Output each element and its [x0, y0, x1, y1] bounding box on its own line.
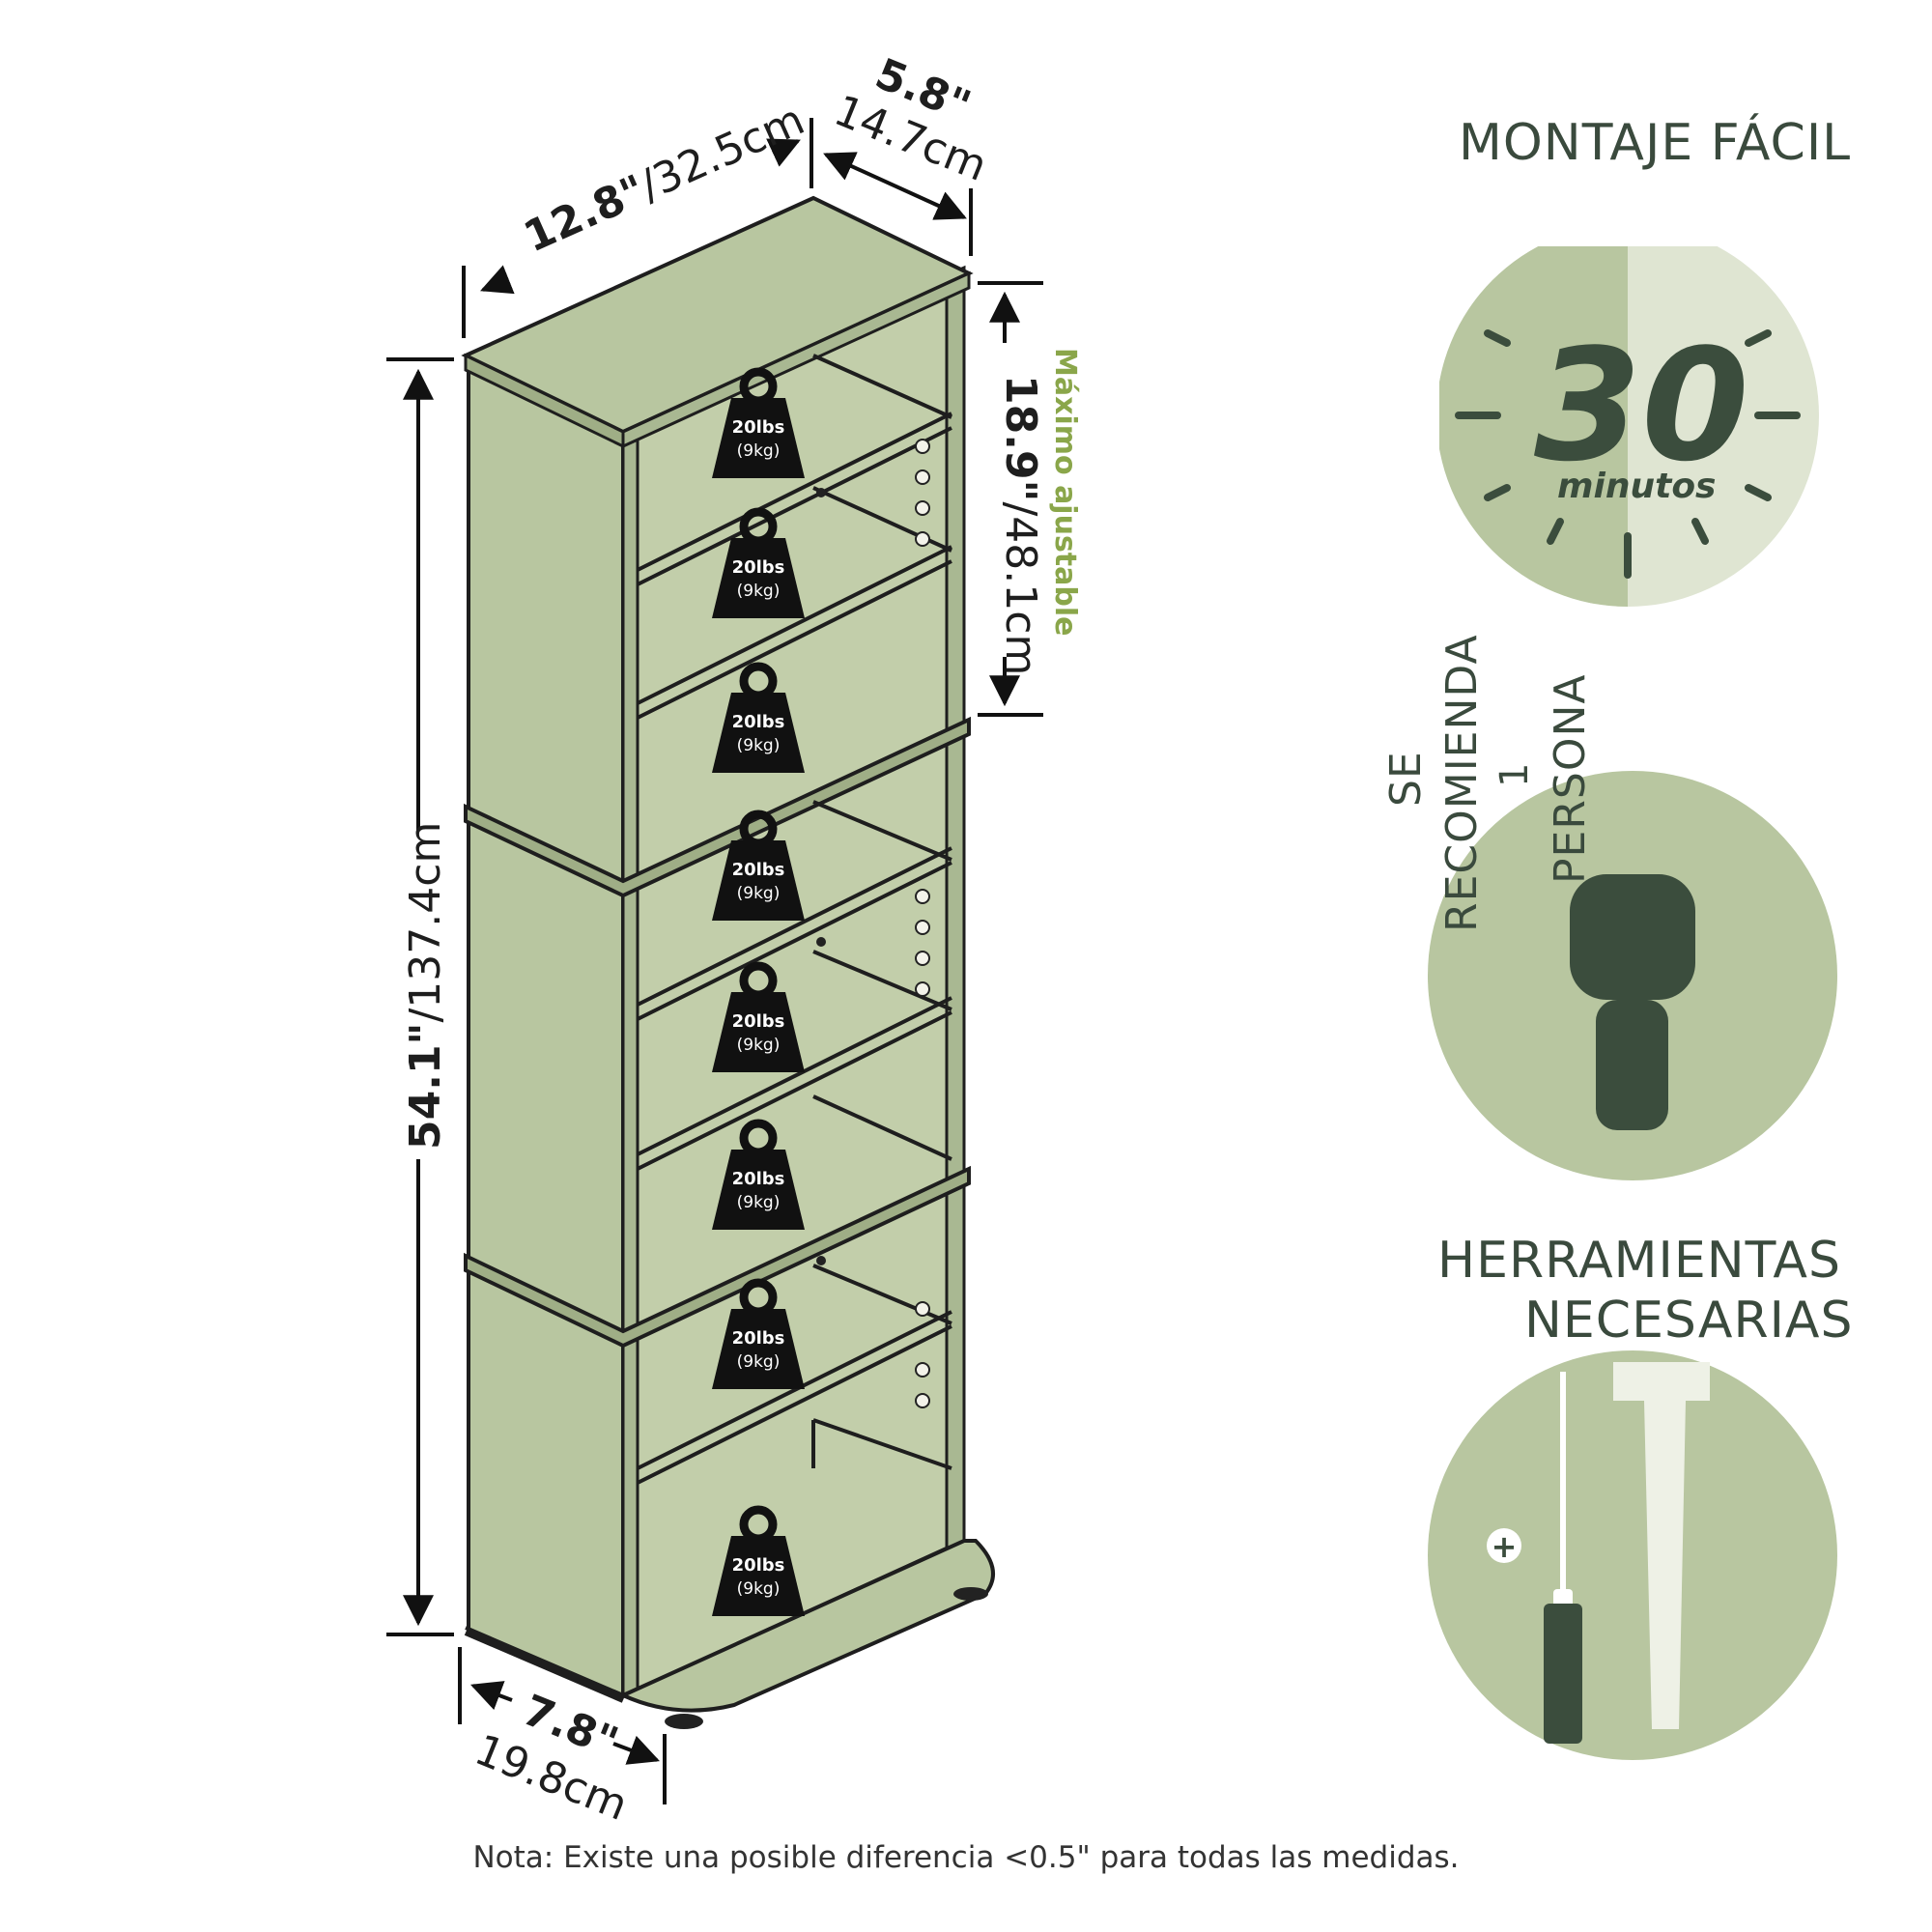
weight-kg-label: (9kg) [737, 884, 781, 903]
right-post [945, 265, 966, 1551]
tools-icon: + [1428, 1350, 1837, 1760]
peg-holes [915, 439, 930, 1408]
clock-icon [1439, 246, 1819, 607]
weight-tag-icon: 20lbs (9kg) [712, 662, 805, 773]
shelf-pins [816, 488, 826, 1265]
weight-tag-icon: 20lbs (9kg) [712, 367, 805, 478]
weight-kg-label: (9kg) [737, 441, 781, 461]
person-icon [1428, 771, 1837, 1180]
weight-label: 20lbs [732, 1328, 785, 1349]
people-line-count: 1 [1492, 761, 1537, 787]
weight-tag-icon: 20lbs (9kg) [712, 810, 805, 921]
people-line-se: SE [1381, 751, 1431, 807]
weight-tag-icon: 20lbs (9kg) [712, 961, 805, 1072]
weight-kg-label: (9kg) [737, 582, 781, 601]
tools-title-line1: HERRAMIENTAS [1437, 1232, 1841, 1290]
base-foot [953, 1587, 988, 1601]
tools-title-line2: NECESARIAS [1524, 1292, 1854, 1350]
assembly-time-value: 30 [1534, 315, 1749, 496]
assembly-time-unit: minutos [1557, 467, 1717, 506]
weight-kg-label: (9kg) [737, 1193, 781, 1212]
weight-kg-label: (9kg) [737, 1036, 781, 1055]
height-label: 54.1"/137.4cm [401, 821, 450, 1150]
base-board [465, 1539, 995, 1713]
weight-label: 20lbs [732, 1555, 785, 1576]
weight-label: 20lbs [732, 712, 785, 732]
weight-tag-icon: 20lbs (9kg) [712, 1278, 805, 1389]
people-line-recomienda: RECOMIENDA [1437, 634, 1487, 932]
weight-kg-label: (9kg) [737, 736, 781, 755]
weight-tag-icon: 20lbs (9kg) [712, 1505, 805, 1616]
weight-tag-icon: 20lbs (9kg) [712, 1119, 805, 1230]
weight-label: 20lbs [732, 1011, 785, 1032]
assembly-title: MONTAJE FÁCIL [1459, 114, 1852, 172]
side-panel [467, 358, 625, 1698]
weight-label: 20lbs [732, 860, 785, 880]
weight-label: 20lbs [732, 557, 785, 578]
module-divider-2 [464, 1165, 971, 1349]
dimension-lines [386, 118, 1043, 1804]
weight-tag-icon: 20lbs (9kg) [712, 507, 805, 618]
front-post [621, 426, 639, 1697]
people-line-persona: PERSONA [1546, 673, 1595, 884]
footer-note: Nota: Existe una posible diferencia <0.5… [472, 1840, 1460, 1875]
module-divider-1 [464, 716, 971, 898]
base-foot [665, 1714, 703, 1729]
shelf-weight-tags: 20lbs (9kg) 20lbs (9kg) 20lbs (9kg) 20lbs (9kg)… [712, 367, 805, 1616]
weight-kg-label: (9kg) [737, 1579, 781, 1599]
back-panel [621, 268, 953, 1698]
weight-label: 20lbs [732, 1169, 785, 1189]
adjustable-note: Máximo ajustable [1048, 348, 1082, 637]
plus-icon: + [1492, 1528, 1518, 1565]
weight-kg-label: (9kg) [737, 1352, 781, 1372]
weight-label: 20lbs [732, 417, 785, 438]
shelf-gap-label: 18.9"/48.1cm [996, 375, 1045, 676]
